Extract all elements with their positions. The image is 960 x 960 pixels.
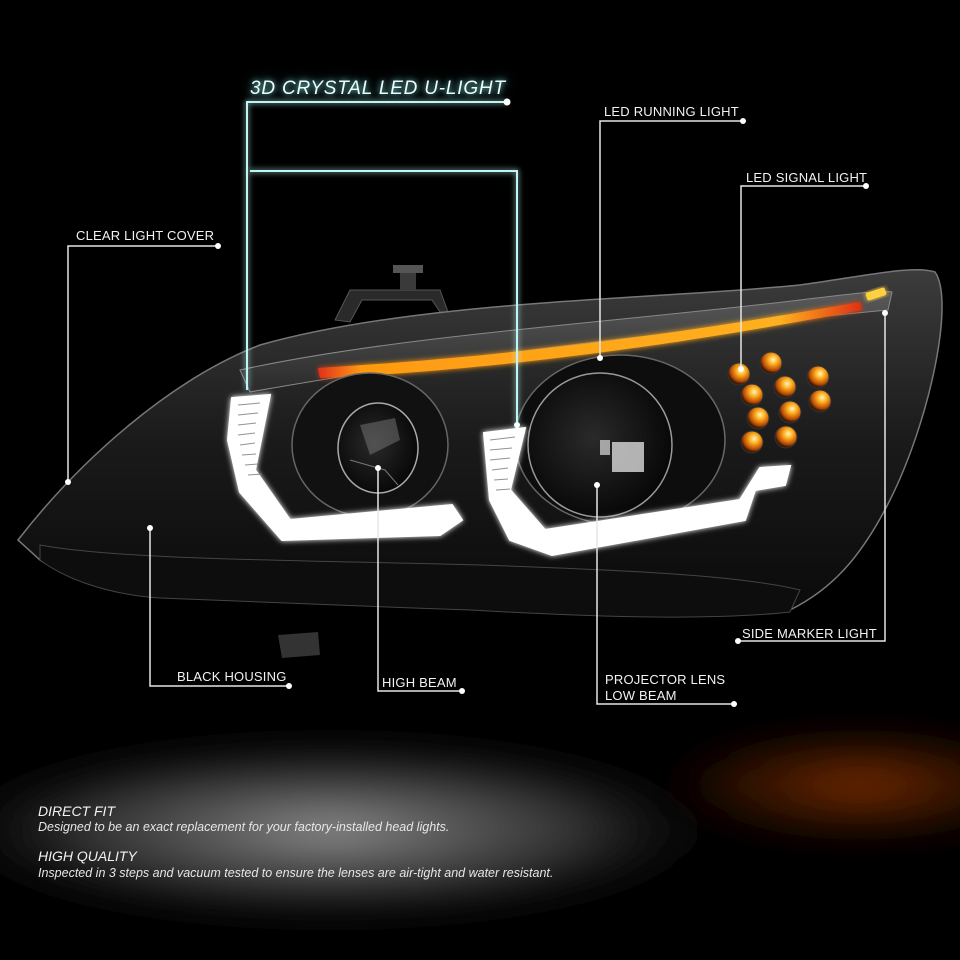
feature-body-high-quality: Inspected in 3 steps and vacuum tested t… (38, 866, 554, 880)
feature-heading-direct-fit: DIRECT FIT (38, 803, 115, 819)
projector-lens-assembly (514, 354, 726, 526)
callout-high-beam: HIGH BEAM (382, 675, 457, 690)
callout-endpoints (65, 118, 888, 707)
feature-body-direct-fit: Designed to be an exact replacement for … (38, 820, 450, 834)
callout-led-signal-light: LED SIGNAL LIGHT (746, 170, 868, 185)
feature-heading-high-quality: HIGH QUALITY (38, 848, 137, 864)
u-light-callout-lines (246, 101, 518, 428)
callout-side-marker-light: SIDE MARKER LIGHT (742, 626, 877, 641)
callout-dot (503, 98, 511, 106)
u-light-left-crystal-texture (237, 402, 263, 476)
u-light-left (226, 393, 464, 542)
led-running-light-bar (318, 302, 862, 378)
callout-lines (67, 120, 886, 705)
callout-black-housing: BLACK HOUSING (177, 669, 287, 684)
callout-led-running-light: LED RUNNING LIGHT (604, 104, 739, 119)
high-beam-assembly (291, 372, 449, 518)
callout-low-beam: LOW BEAM (605, 688, 677, 703)
led-signal-cluster (727, 351, 832, 454)
lower-trim (39, 544, 801, 618)
floor-reflection-white (0, 735, 750, 925)
callout-projector-lens: PROJECTOR LENS (605, 672, 726, 687)
u-light-right (482, 426, 792, 557)
floor-reflection-amber (640, 725, 960, 845)
u-light-right-crystal-texture (489, 436, 516, 491)
side-marker-lamp (865, 287, 887, 301)
callout-dot (514, 422, 520, 428)
lower-tab (278, 632, 320, 658)
callout-clear-light-cover: CLEAR LIGHT COVER (76, 228, 215, 243)
u-light-title: 3D CRYSTAL LED U-LIGHT (250, 78, 506, 99)
